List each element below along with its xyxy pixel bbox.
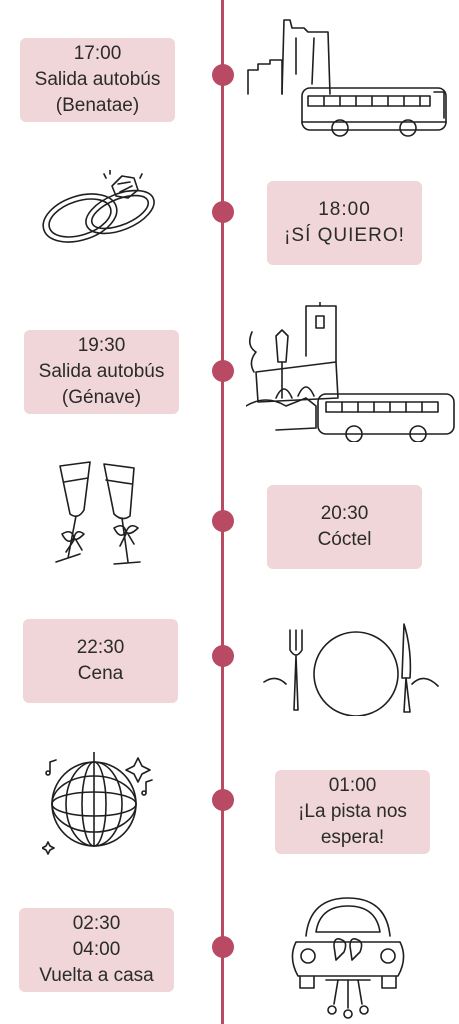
event-card-bus-benatae: 17:00 Salida autobús (Benatae) — [20, 38, 175, 122]
timeline-dot — [212, 64, 234, 86]
event-card-dinner: 22:30 Cena — [23, 619, 178, 703]
event-title: Vuelta a casa — [39, 965, 154, 986]
event-subtitle: (Génave) — [61, 387, 142, 408]
event-title: Cóctel — [317, 529, 372, 550]
event-title: ¡La pista nos — [298, 801, 407, 822]
timeline-dot — [212, 645, 234, 667]
timeline-dot — [212, 936, 234, 958]
event-title: Salida autobús — [34, 69, 161, 90]
event-subtitle: espera! — [320, 827, 385, 848]
timeline-dot — [212, 789, 234, 811]
timeline-dot — [212, 201, 234, 223]
wedding-rings-icon — [38, 170, 162, 250]
event-card-ceremony: 18:00 ¡SÍ QUIERO! — [267, 181, 422, 265]
event-time: 18:00 — [318, 199, 371, 220]
timeline-dot — [212, 510, 234, 532]
disco-ball-icon — [42, 752, 162, 856]
timeline-dot — [212, 360, 234, 382]
church-bus-icon — [246, 302, 458, 442]
event-time: 20:30 — [320, 503, 369, 524]
wedding-car-icon — [286, 892, 412, 1022]
event-time: 22:30 — [76, 637, 125, 658]
event-title: Salida autobús — [38, 361, 165, 382]
plate-cutlery-icon — [262, 620, 442, 716]
event-subtitle: (Benatae) — [55, 95, 140, 116]
event-card-cocktail: 20:30 Cóctel — [267, 485, 422, 569]
event-title: Cena — [77, 663, 124, 684]
event-card-dance: 01:00 ¡La pista nos espera! — [275, 770, 430, 854]
champagne-glasses-icon — [42, 458, 158, 574]
event-time: 02:30 — [72, 913, 121, 934]
event-time: 17:00 — [73, 43, 122, 64]
event-time-second: 04:00 — [72, 939, 121, 960]
event-card-return-home: 02:30 04:00 Vuelta a casa — [19, 908, 174, 992]
event-time: 01:00 — [328, 775, 377, 796]
event-time: 19:30 — [77, 335, 126, 356]
castle-bus-icon — [244, 14, 456, 140]
event-card-bus-genave: 19:30 Salida autobús (Génave) — [24, 330, 179, 414]
event-title: ¡SÍ QUIERO! — [284, 225, 405, 246]
